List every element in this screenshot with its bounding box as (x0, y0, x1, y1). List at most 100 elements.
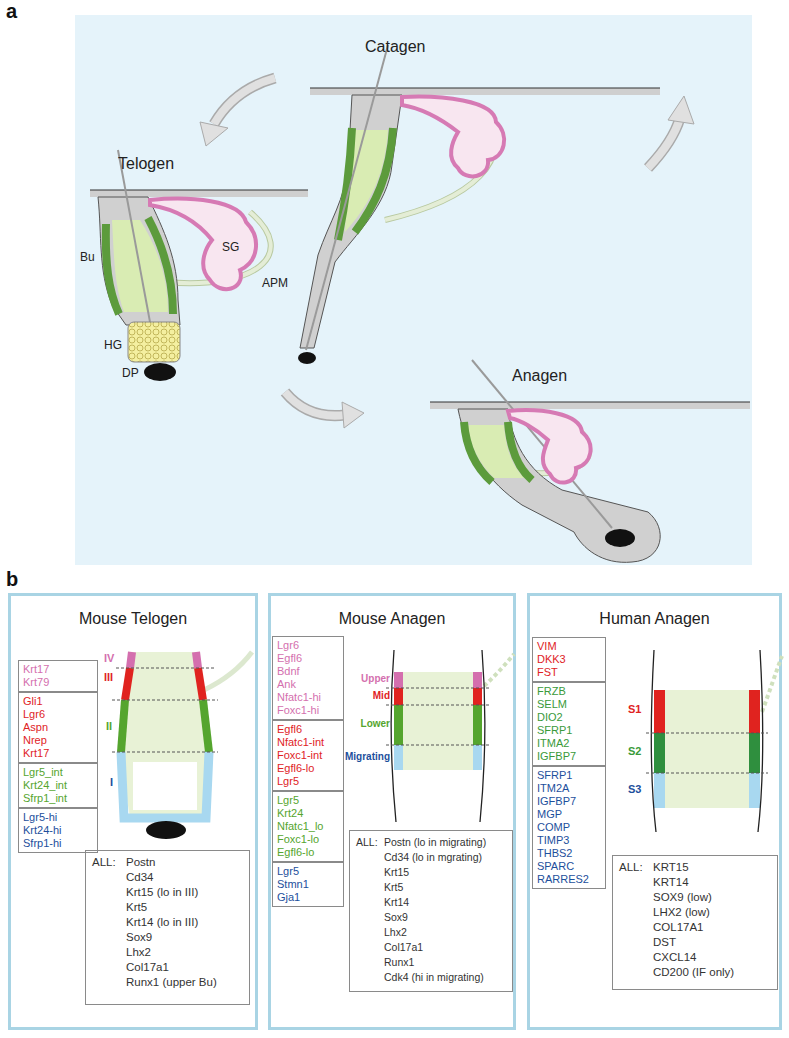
marker-gene: Cdk4 (hi in migrating) (384, 971, 484, 983)
marker-gene: Sfrp1_int (23, 792, 93, 805)
marker-gene: Lgr6 (277, 639, 339, 652)
marker-gene: Gja1 (277, 891, 339, 904)
marker-gene: Krt24_int (23, 779, 93, 792)
marker-gene: SFRP1 (537, 724, 601, 737)
marker-gene: Runx1 (384, 956, 414, 968)
marker-gene: FRZB (537, 685, 601, 698)
marker-gene: Lgr5 (277, 775, 339, 788)
marker-section: Lgr5_intKrt24_intSfrp1_int (18, 763, 98, 808)
marker-section: FRZBSELMDIO2SFRP1ITMA2IGFBP7 (532, 682, 606, 766)
marker-gene: MGP (537, 808, 601, 821)
zone-label: I (110, 776, 113, 788)
bulge-interior (120, 652, 210, 818)
follicle-wall (758, 650, 763, 832)
marker-gene: DST (653, 936, 676, 948)
marker-gene: RARRES2 (537, 873, 601, 886)
marker-gene: ITMA2 (537, 737, 601, 750)
marker-section: Krt17Krt79 (18, 660, 98, 692)
marker-gene: Nrep (23, 734, 93, 747)
panel-box: Mouse TelogenIVIIIIIIKrt17Krt79Gli1Lgr6A… (8, 593, 258, 1030)
marker-gene: DKK3 (537, 653, 601, 666)
zone-divider (646, 733, 768, 773)
hair-germ-zone (121, 752, 209, 818)
marker-gene: Foxc1-hi (277, 704, 339, 717)
marker-gene: SPARC (537, 860, 601, 873)
marker-gene: Egfl6-lo (277, 846, 339, 859)
marker-gene: Krt24 (277, 807, 339, 820)
marker-gene: Krt24-hi (23, 824, 93, 837)
marker-gene: DIO2 (537, 711, 601, 724)
panel-box: Human AnagenS1S2S3VIMDKK3FSTFRZBSELMDIO2… (527, 593, 782, 1030)
marker-gene: Lhx2 (126, 946, 151, 958)
marker-gene: Krt79 (23, 676, 93, 689)
apm-muscle (204, 652, 252, 690)
zone-label: Upper (361, 673, 390, 684)
marker-gene: Stmn1 (277, 878, 339, 891)
panel-title: Human Anagen (530, 610, 779, 628)
marker-section: Lgr6Egfl6BdnfAnkNfatc1-hiFoxc1-hi (272, 636, 344, 720)
marker-gene: COMP (537, 821, 601, 834)
telogen-bulge-schematic (112, 652, 252, 839)
marker-gene: Krt5 (384, 881, 403, 893)
marker-gene: Gli1 (23, 695, 93, 708)
marker-gene: ITM2A (537, 782, 601, 795)
shared-marker-box: ALL:Postn (lo in migrating)Cd34 (lo in m… (349, 830, 513, 992)
marker-gene: Lgr5 (277, 865, 339, 878)
stage-label: HG (104, 338, 122, 352)
all-heading: ALL: (356, 836, 378, 848)
marker-gene: Sox9 (384, 911, 408, 923)
marker-gene: Nfatc1_lo (277, 820, 339, 833)
all-heading: ALL: (92, 856, 116, 868)
marker-gene: SELM (537, 698, 601, 711)
marker-section: Lgr5-hiKrt24-hiSfrp1-hi (18, 808, 98, 853)
dermal-papilla (146, 821, 186, 839)
zone-divider (112, 668, 218, 752)
all-heading: ALL: (619, 861, 643, 873)
anagen-bulge-schematic (386, 650, 514, 822)
marker-gene: Lgr6 (23, 708, 93, 721)
marker-section: Lgr5Stmn1Gja1 (272, 862, 344, 907)
panel-box: Mouse AnagenUpperMidLowerMigratingLgr6Eg… (268, 593, 516, 1030)
marker-section: VIMDKK3FST (532, 637, 606, 682)
marker-gene: Foxc1-lo (277, 833, 339, 846)
marker-gene: Lgr5_int (23, 766, 93, 779)
apm-muscle (762, 656, 782, 712)
human-bulge-schematic (646, 650, 782, 832)
shared-marker-box: ALL:PostnCd34Krt15 (lo in III)Krt5Krt14 … (85, 850, 250, 1005)
stage-label: DP (122, 366, 139, 380)
marker-gene: IGFBP7 (537, 750, 601, 763)
marker-gene: Krt14 (384, 896, 409, 908)
hair-germ-interior (133, 762, 197, 810)
marker-gene: KRT14 (653, 876, 689, 888)
panel-a: CatagenTelogenAnagenSGAPMBuHGDP (75, 15, 752, 565)
zone-label: Lower (361, 718, 390, 729)
follicle-wall (480, 650, 485, 822)
marker-gene: Sox9 (126, 931, 152, 943)
shared-marker-box: ALL:KRT15KRT14SOX9 (low)LHX2 (low)COL17A… (612, 855, 778, 990)
marker-gene: Krt15 (lo in III) (126, 886, 198, 898)
stage-label: Anagen (512, 367, 567, 385)
panel-title: Mouse Telogen (11, 610, 255, 628)
zone-label: Migrating (345, 751, 390, 762)
zone-label: S2 (628, 745, 641, 757)
zone-label: S3 (628, 783, 641, 795)
marker-gene: Krt14 (lo in III) (126, 916, 198, 928)
marker-gene: Krt5 (126, 901, 147, 913)
marker-gene: VIM (537, 640, 601, 653)
stage-label: Telogen (118, 155, 174, 173)
marker-gene: Egfl6 (277, 723, 339, 736)
marker-gene: Postn (126, 856, 155, 868)
marker-gene: CXCL14 (653, 951, 696, 963)
zone-divider (386, 688, 490, 745)
marker-gene: THBS2 (537, 847, 601, 860)
zone-label: II (106, 720, 112, 732)
marker-gene: Egfl6 (277, 652, 339, 665)
marker-gene: Lgr5-hi (23, 811, 93, 824)
marker-gene: LHX2 (low) (653, 906, 710, 918)
marker-gene: Foxc1-int (277, 749, 339, 762)
panel-title: Mouse Anagen (271, 610, 513, 628)
follicle-wall (651, 650, 656, 832)
marker-gene: Cd34 (lo in mgrating) (384, 851, 482, 863)
marker-gene: Krt17 (23, 663, 93, 676)
